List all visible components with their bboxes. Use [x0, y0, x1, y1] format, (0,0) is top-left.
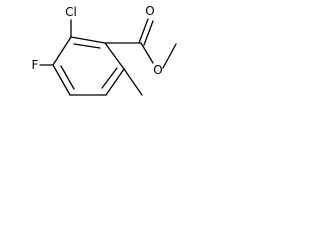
- ring-bond-c5-c6-inner: [101, 67, 118, 89]
- ring-bond-c1-c2-inner: [73, 43, 101, 49]
- bond-carbonyl-double-b: [143, 20, 154, 46]
- ring-bond-c5-c6: [105, 68, 125, 96]
- chlorine-atom-label: Cl: [65, 5, 77, 19]
- molecule-structure-diagram: Cl O O F: [32, 4, 177, 96]
- ring-bond-c3-c4: [52, 64, 71, 96]
- carbonyl-oxygen-atom-label: O: [145, 4, 154, 18]
- bond-carbonyl-ester-o: [140, 42, 154, 64]
- bond-c-methyl: [123, 68, 143, 96]
- fluorine-atom-label: F: [32, 58, 39, 72]
- ring-bond-c6-c1: [104, 42, 125, 70]
- bond-carbonyl-double-a: [138, 18, 149, 44]
- bond-ester-o-methyl: [162, 43, 177, 69]
- ring-bond-c1-c2: [70, 36, 106, 44]
- ring-bond-c3-c4-inner: [60, 65, 75, 90]
- ester-oxygen-atom-label: O: [153, 63, 162, 77]
- benzene-ring: [52, 36, 125, 96]
- ring-bond-c2-c3: [52, 36, 72, 66]
